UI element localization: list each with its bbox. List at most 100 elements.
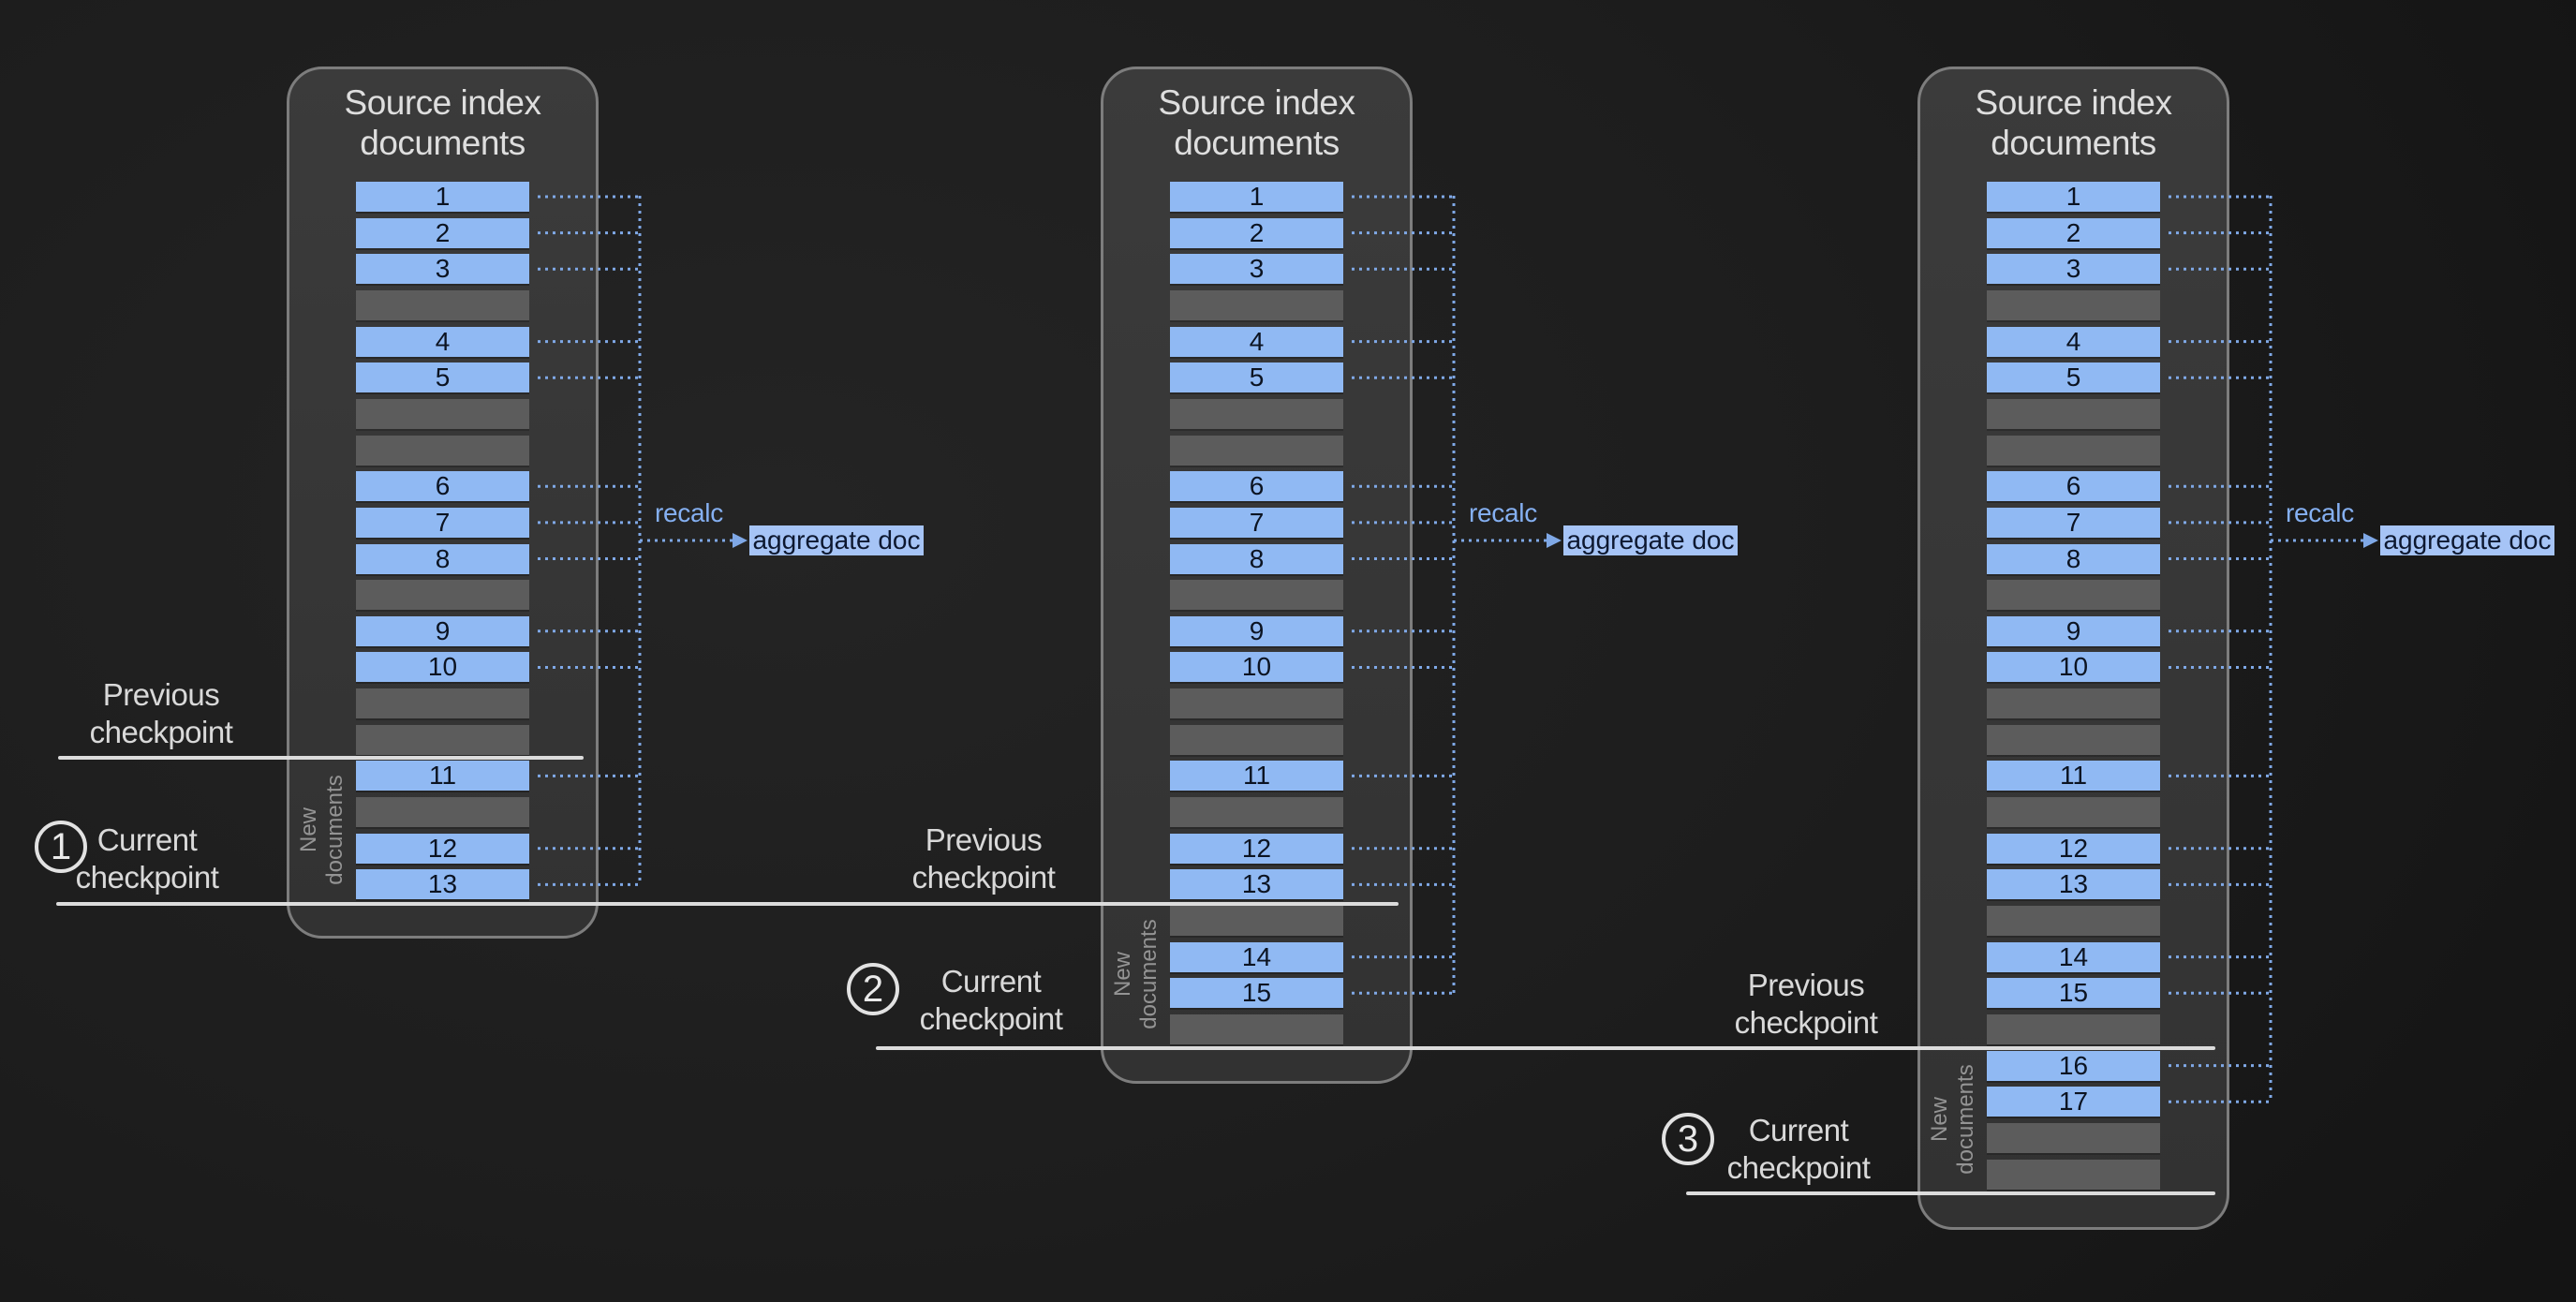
document-bar: 13 xyxy=(1170,869,1343,899)
document-bar: 1 xyxy=(356,182,529,212)
document-bar: 11 xyxy=(356,761,529,791)
placeholder-bar xyxy=(1987,399,2160,429)
document-bar: 2 xyxy=(1987,218,2160,248)
placeholder-bar xyxy=(1987,1160,2160,1190)
placeholder-bar xyxy=(1987,688,2160,718)
document-bar: 7 xyxy=(1987,508,2160,538)
placeholder-bar xyxy=(1987,436,2160,466)
placeholder-bar xyxy=(1987,1123,2160,1153)
recalc-label: recalc xyxy=(1469,500,1537,526)
placeholder-bar xyxy=(1987,1014,2160,1044)
previous-checkpoint-line: Previous xyxy=(1656,967,1956,1004)
checkpoint-line-4 xyxy=(1686,1191,2215,1195)
document-bar: 7 xyxy=(1170,508,1343,538)
aggregate-doc-box: aggregate doc xyxy=(1563,525,1738,555)
panel-title-line: Source index xyxy=(289,82,596,123)
checkpoint-line-2 xyxy=(56,902,1399,906)
document-bar: 10 xyxy=(1170,652,1343,682)
previous-checkpoint-line: Previous xyxy=(11,676,311,714)
placeholder-bar xyxy=(1987,797,2160,827)
document-bar: 3 xyxy=(356,254,529,284)
previous-checkpoint-line: checkpoint xyxy=(1656,1004,1956,1042)
step-number-badge: 1 xyxy=(35,821,87,873)
panel-title-line: documents xyxy=(1920,123,2227,163)
placeholder-bar xyxy=(356,580,529,610)
panel-title-line: documents xyxy=(1103,123,1410,163)
placeholder-bar xyxy=(1987,725,2160,755)
checkpoint-line-1 xyxy=(58,756,584,760)
placeholder-bar xyxy=(356,797,529,827)
document-bar: 11 xyxy=(1170,761,1343,791)
document-bar: 13 xyxy=(1987,869,2160,899)
previous-checkpoint-label: Previouscheckpoint xyxy=(834,821,1133,896)
aggregate-doc-box: aggregate doc xyxy=(749,525,924,555)
document-bar: 2 xyxy=(1170,218,1343,248)
document-bar: 4 xyxy=(356,327,529,357)
document-bar: 16 xyxy=(1987,1051,2160,1081)
step-number-badge: 3 xyxy=(1662,1113,1714,1165)
document-bar: 12 xyxy=(1987,834,2160,864)
document-bar: 6 xyxy=(1170,471,1343,501)
new-documents-label: Newdocuments xyxy=(296,775,348,884)
placeholder-bar xyxy=(356,688,529,718)
document-bar: 3 xyxy=(1987,254,2160,284)
recalc-arrowhead xyxy=(2363,533,2378,548)
placeholder-bar xyxy=(356,399,529,429)
document-bar: 12 xyxy=(1170,834,1343,864)
placeholder-bar xyxy=(1170,399,1343,429)
placeholder-bar xyxy=(356,436,529,466)
placeholder-bar xyxy=(1170,725,1343,755)
document-bar: 12 xyxy=(356,834,529,864)
placeholder-bar xyxy=(356,290,529,320)
document-bar: 9 xyxy=(1170,616,1343,646)
aggregate-doc-box: aggregate doc xyxy=(2380,525,2554,555)
previous-checkpoint-line: checkpoint xyxy=(834,859,1133,896)
recalc-label: recalc xyxy=(655,500,723,526)
step-number-badge: 2 xyxy=(847,963,899,1015)
document-bar: 5 xyxy=(1987,362,2160,392)
document-bar: 10 xyxy=(356,652,529,682)
previous-checkpoint-label: Previouscheckpoint xyxy=(1656,967,1956,1042)
document-bar: 8 xyxy=(1987,544,2160,574)
document-bar: 8 xyxy=(1170,544,1343,574)
document-bar: 10 xyxy=(1987,652,2160,682)
placeholder-bar xyxy=(1170,688,1343,718)
document-bar: 5 xyxy=(356,362,529,392)
panel-title: Source indexdocuments xyxy=(1103,82,1410,163)
previous-checkpoint-line: checkpoint xyxy=(11,714,311,751)
document-bar: 15 xyxy=(1987,978,2160,1008)
placeholder-bar xyxy=(1170,906,1343,936)
recalc-label: recalc xyxy=(2286,500,2354,526)
recalc-arrowhead xyxy=(1547,533,1562,548)
placeholder-bar xyxy=(1170,1014,1343,1044)
panel-title: Source indexdocuments xyxy=(289,82,596,163)
placeholder-bar xyxy=(1170,580,1343,610)
document-bar: 4 xyxy=(1170,327,1343,357)
document-bar: 1 xyxy=(1170,182,1343,212)
placeholder-bar xyxy=(1170,290,1343,320)
document-bar: 6 xyxy=(1987,471,2160,501)
document-bar: 15 xyxy=(1170,978,1343,1008)
panel-title: Source indexdocuments xyxy=(1920,82,2227,163)
document-bar: 14 xyxy=(1170,942,1343,972)
panel-title-line: Source index xyxy=(1103,82,1410,123)
new-documents-line: New xyxy=(296,775,322,884)
placeholder-bar xyxy=(356,725,529,755)
document-bar: 2 xyxy=(356,218,529,248)
document-bar: 13 xyxy=(356,869,529,899)
document-bar: 17 xyxy=(1987,1087,2160,1117)
new-documents-line: documents xyxy=(1953,1064,1979,1174)
placeholder-bar xyxy=(1170,436,1343,466)
checkpoint-line-3 xyxy=(876,1046,2215,1050)
document-bar: 8 xyxy=(356,544,529,574)
document-bar: 1 xyxy=(1987,182,2160,212)
placeholder-bar xyxy=(1987,580,2160,610)
previous-checkpoint-line: Previous xyxy=(834,821,1133,859)
placeholder-bar xyxy=(1987,906,2160,936)
document-bar: 4 xyxy=(1987,327,2160,357)
panel-title-line: Source index xyxy=(1920,82,2227,123)
document-bar: 6 xyxy=(356,471,529,501)
document-bar: 3 xyxy=(1170,254,1343,284)
previous-checkpoint-label: Previouscheckpoint xyxy=(11,676,311,751)
